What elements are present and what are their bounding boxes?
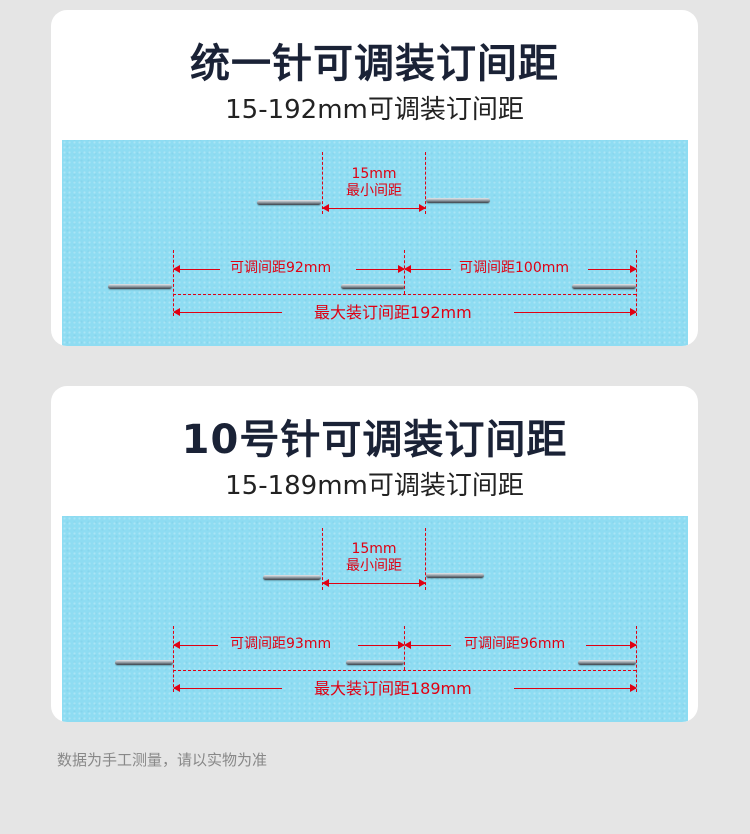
measure-guide-line (636, 626, 637, 692)
measurement-disclaimer: 数据为手工测量，请以实物为准 (57, 751, 268, 769)
card-title: 10号针可调装订间距 (181, 417, 568, 463)
measure-guide-line (173, 250, 174, 316)
left-gap-arrow (356, 265, 405, 273)
card-title: 统一针可调装订间距 (190, 41, 559, 87)
min-gap-arrow (322, 579, 426, 587)
measure-guide-line (425, 152, 426, 214)
max-span-arrow (514, 308, 637, 316)
max-span-arrow (514, 684, 637, 692)
staple-icon (257, 200, 321, 205)
staple-icon (108, 284, 172, 289)
right-gap-label: 可调间距96mm (464, 636, 566, 652)
staple-icon (572, 284, 636, 289)
staple-icon (341, 284, 405, 289)
max-span-guide (173, 670, 636, 671)
staple-icon (426, 198, 490, 203)
paper-sheet: 15mm 最小间距 可调间距93mm 可调间距96mm 最大装订间距189mm (62, 516, 688, 722)
min-gap-label: 最小间距 (346, 558, 402, 574)
left-gap-arrow (173, 265, 220, 273)
right-gap-arrow (588, 265, 637, 273)
stapler-spacing-card-unified: 统一针可调装订间距 15-192mm可调装订间距 15mm 最小间距 可调间距9… (51, 10, 698, 346)
staple-icon (578, 660, 636, 665)
max-span-label: 最大装订间距189mm (314, 679, 472, 698)
max-span-arrow (173, 308, 282, 316)
min-gap-label: 最小间距 (346, 183, 402, 199)
staple-icon (346, 660, 404, 665)
right-gap-arrow (404, 265, 451, 273)
stapler-spacing-card-no10: 10号针可调装订间距 15-189mm可调装订间距 15mm 最小间距 可调间距… (51, 386, 698, 722)
measure-guide-line (173, 626, 174, 692)
left-gap-arrow (358, 641, 405, 649)
min-gap-value: 15mm (351, 166, 397, 182)
left-gap-arrow (173, 641, 218, 649)
staple-icon (426, 573, 484, 578)
card-subtitle: 15-192mm可调装订间距 (225, 95, 524, 125)
measure-guide-line (322, 152, 323, 214)
staple-icon (115, 660, 173, 665)
paper-sheet: 15mm 最小间距 可调间距92mm 可调间距100mm 最大装订间距192mm (62, 140, 688, 346)
min-gap-arrow (322, 204, 426, 212)
measure-guide-line (425, 528, 426, 590)
max-span-guide (173, 294, 636, 295)
card-subtitle: 15-189mm可调装订间距 (225, 471, 524, 501)
left-gap-label: 可调间距93mm (230, 636, 332, 652)
max-span-arrow (173, 684, 282, 692)
measure-guide-line (636, 250, 637, 316)
measure-guide-line (322, 528, 323, 590)
staple-icon (263, 575, 321, 580)
max-span-label: 最大装订间距192mm (314, 303, 472, 322)
left-gap-label: 可调间距92mm (230, 260, 332, 276)
min-gap-value: 15mm (351, 541, 397, 557)
right-gap-arrow (404, 641, 451, 649)
right-gap-arrow (586, 641, 637, 649)
right-gap-label: 可调间距100mm (459, 260, 569, 276)
